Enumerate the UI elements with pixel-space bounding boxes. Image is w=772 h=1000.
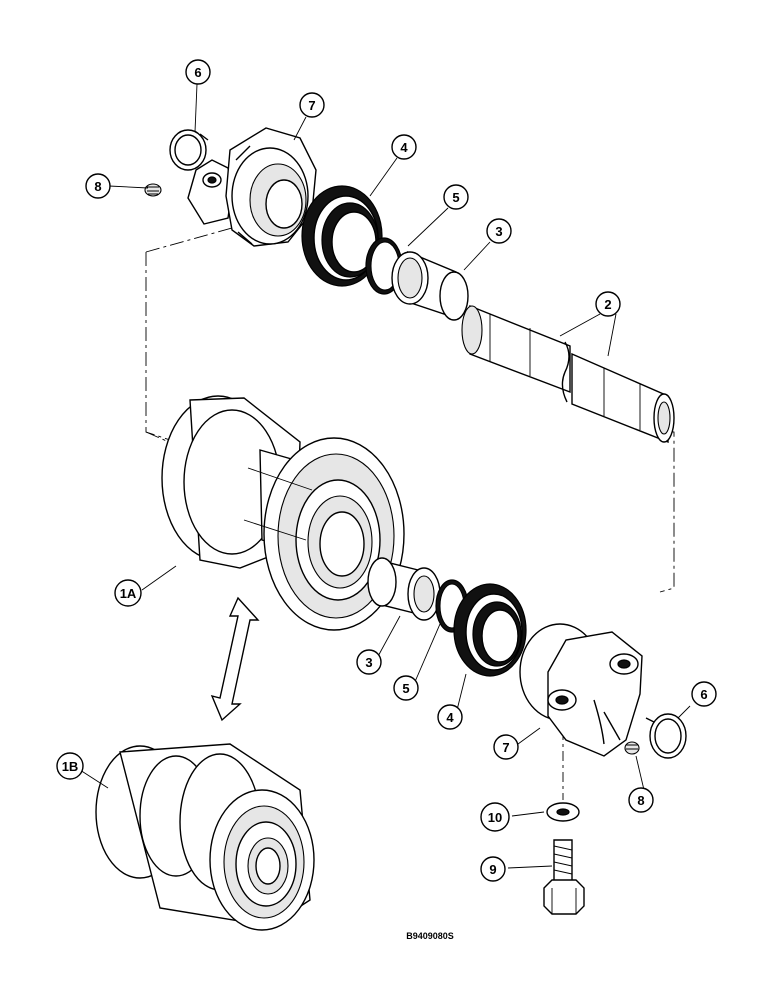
callout-7-top: 7 — [299, 92, 325, 118]
svg-text:6: 6 — [700, 687, 707, 702]
svg-text:5: 5 — [452, 190, 459, 205]
callout-10: 10 — [480, 802, 510, 832]
svg-text:7: 7 — [502, 740, 509, 755]
figure-reference-code: B9409080S — [406, 931, 454, 941]
svg-text:3: 3 — [365, 655, 372, 670]
bolt — [543, 839, 585, 915]
roller-shaft — [461, 304, 675, 444]
callout-2: 2 — [595, 291, 621, 317]
svg-text:4: 4 — [400, 140, 408, 155]
set-screw-bottom — [624, 741, 640, 755]
svg-text:5: 5 — [402, 681, 409, 696]
svg-text:1A: 1A — [120, 586, 137, 601]
svg-text:3: 3 — [495, 224, 502, 239]
washer — [546, 802, 580, 822]
callout-3-bottom: 3 — [356, 649, 382, 675]
floating-seal-top — [301, 185, 383, 287]
track-roller-single-flange — [161, 395, 405, 631]
callout-4-top: 4 — [391, 134, 417, 160]
bushing-bottom — [367, 557, 441, 621]
svg-text:9: 9 — [489, 862, 496, 877]
svg-text:8: 8 — [94, 179, 101, 194]
callout-1b: 1B — [56, 752, 84, 780]
svg-text:2: 2 — [604, 297, 611, 312]
leader-lines — [79, 83, 691, 869]
svg-text:6: 6 — [194, 65, 201, 80]
callout-3-top: 3 — [486, 218, 512, 244]
callout-4-bottom: 4 — [437, 704, 463, 730]
callout-1a: 1A — [114, 579, 142, 607]
track-roller-double-flange — [95, 743, 315, 931]
callout-6-bottom: 6 — [691, 681, 717, 707]
interchange-arrow-icon — [210, 596, 260, 722]
callout-8-bottom: 8 — [628, 787, 654, 813]
bushing-top — [391, 250, 469, 321]
callout-7-bottom: 7 — [493, 734, 519, 760]
svg-text:1B: 1B — [62, 759, 79, 774]
callout-5-top: 5 — [443, 184, 469, 210]
callout-6-top: 6 — [185, 59, 211, 85]
callout-8-top: 8 — [85, 173, 111, 199]
svg-text:10: 10 — [488, 810, 502, 825]
callout-9: 9 — [480, 856, 506, 882]
end-collar-top — [187, 127, 317, 247]
callout-5-bottom: 5 — [393, 675, 419, 701]
svg-text:8: 8 — [637, 793, 644, 808]
floating-seal-bottom — [453, 583, 527, 677]
snap-ring-bottom — [645, 713, 687, 759]
end-collar-bottom — [519, 623, 643, 757]
svg-text:4: 4 — [446, 710, 454, 725]
set-screw-top — [144, 183, 162, 197]
svg-text:7: 7 — [308, 98, 315, 113]
snap-ring-top — [169, 129, 209, 171]
